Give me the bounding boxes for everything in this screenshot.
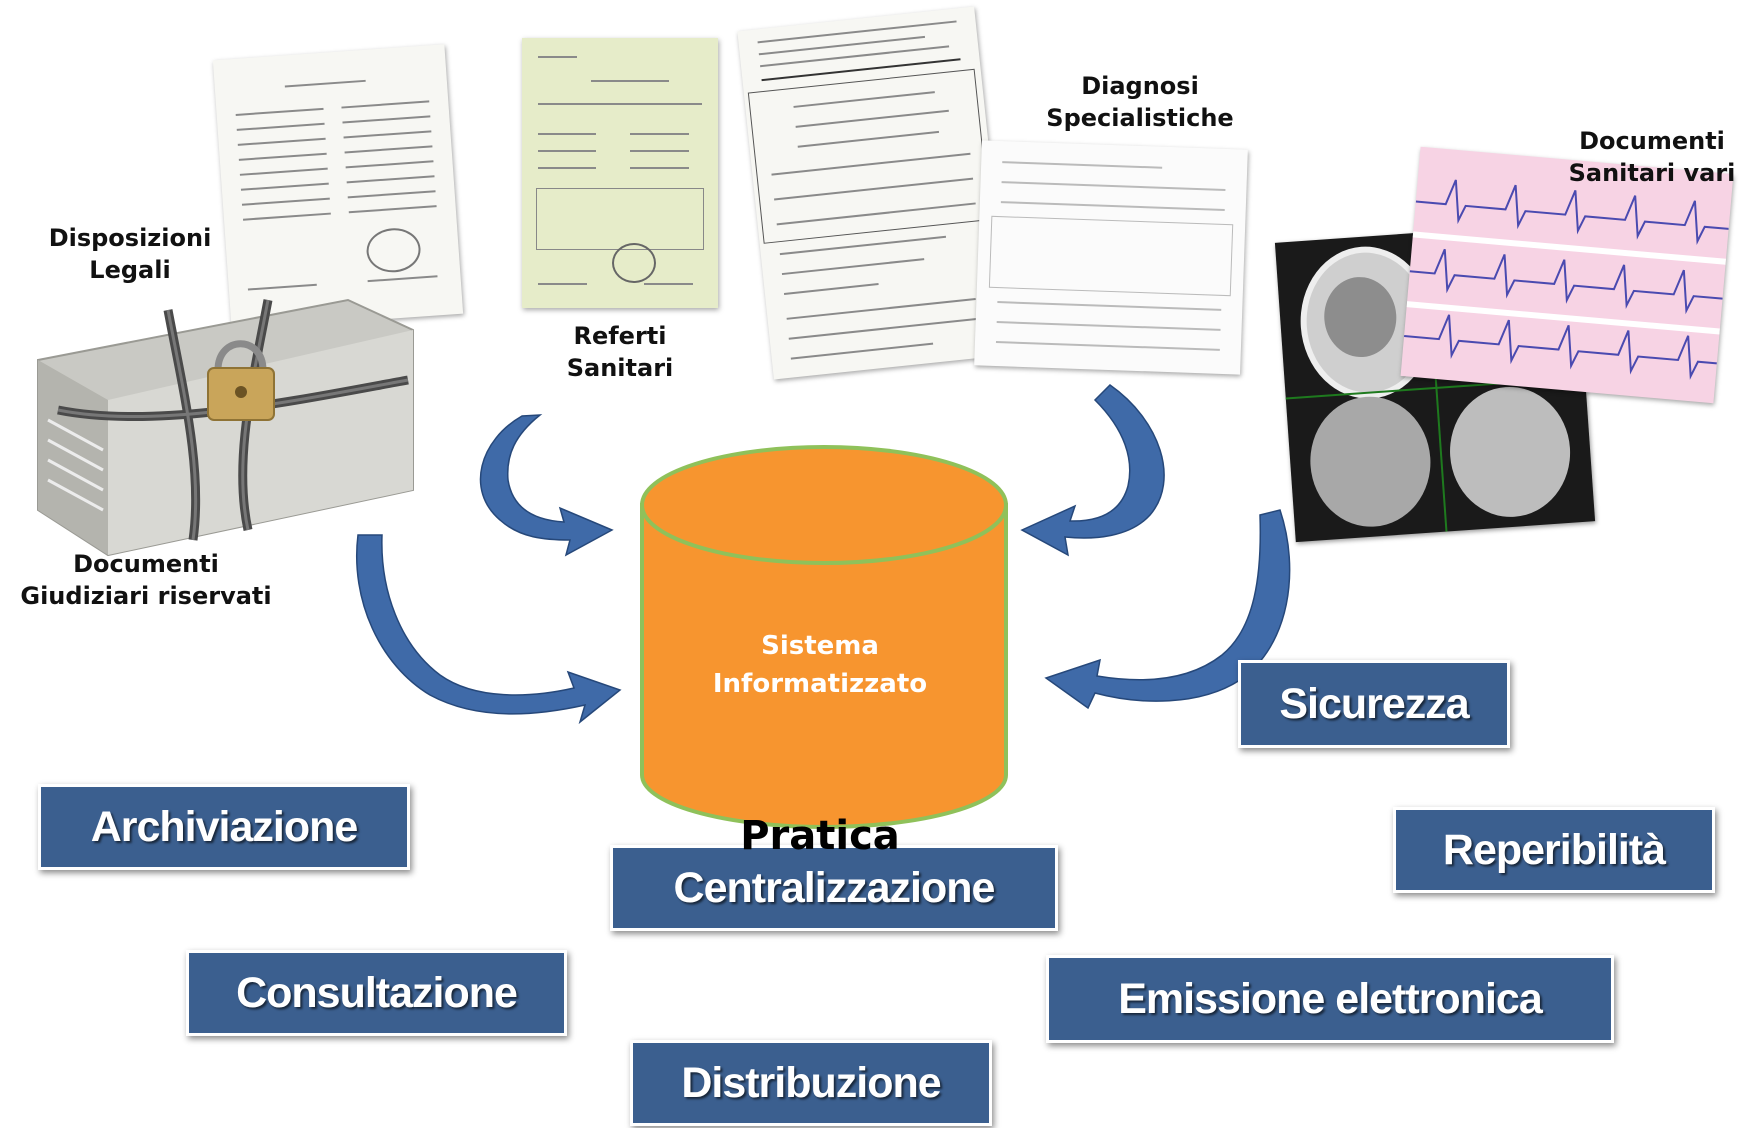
label-diagnosi: Diagnosi Specialistiche [1020, 70, 1260, 134]
label-documenti-giudiziari-line1: Documenti [73, 550, 219, 578]
reperibilita-box: Reperibilità [1393, 807, 1715, 893]
label-documenti-sanitari: Documenti Sanitari vari [1548, 125, 1756, 189]
label-documenti-sanitari-line1: Documenti [1579, 127, 1725, 155]
label-documenti-giudiziari: Documenti Giudiziari riservati [0, 548, 292, 612]
pratica-label: Pratica [740, 813, 900, 859]
locked-binder-icon [18, 290, 418, 560]
label-diagnosi-line1: Diagnosi [1081, 72, 1199, 100]
cylinder-line1: Sistema [761, 631, 879, 661]
label-referti-line2: Sanitari [566, 354, 674, 382]
label-diagnosi-line2: Specialistiche [1046, 104, 1234, 132]
medical-report-icon [522, 38, 718, 308]
label-documenti-sanitari-line2: Sanitari vari [1568, 159, 1736, 187]
consultazione-box: Consultazione [186, 950, 567, 1036]
label-disposizioni: Disposizioni Legali [20, 222, 240, 286]
emissione-elettronica-box: Emissione elettronica [1046, 955, 1614, 1043]
centralizzazione-box: Centralizzazione [610, 845, 1058, 931]
label-disposizioni-line1: Disposizioni [48, 224, 212, 252]
sicurezza-box: Sicurezza [1238, 660, 1510, 748]
arrow-giudiziari [356, 534, 622, 725]
arrow-documenti [1044, 509, 1291, 710]
label-referti-line1: Referti [573, 322, 667, 350]
ecg-strip-icon [1400, 146, 1734, 404]
arrow-referti [479, 414, 614, 557]
label-documenti-giudiziari-line2: Giudiziari riservati [20, 582, 272, 610]
label-referti: Referti Sanitari [520, 320, 720, 384]
arrow-diagnosi [1020, 384, 1165, 557]
label-disposizioni-line2: Legali [89, 256, 171, 284]
archiviazione-box: Archiviazione [38, 784, 410, 870]
cylinder-line2: Informatizzato [712, 669, 928, 699]
distribuzione-box: Distribuzione [630, 1040, 992, 1126]
database-cylinder [640, 445, 1008, 829]
cylinder-label: Sistema Informatizzato [640, 627, 1000, 703]
